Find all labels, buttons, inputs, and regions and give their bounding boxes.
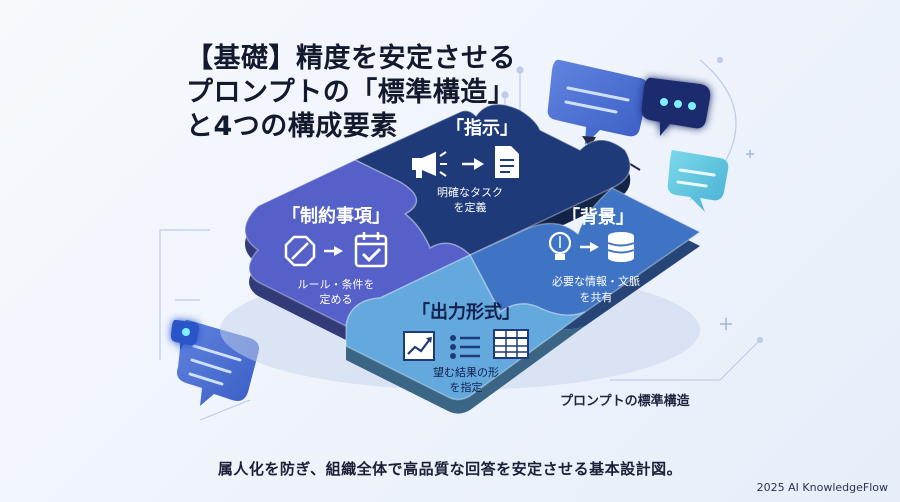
piece-label-instruction: 「指示」 (446, 117, 518, 139)
piece-desc-instruction-1: 明確なタスク (437, 185, 503, 199)
sparkle-plus (720, 150, 754, 330)
title-line-3: と4つの構成要素 (186, 111, 398, 142)
lightbulb-icon (548, 231, 572, 260)
message-bubble-icon (667, 149, 729, 212)
table-icon (493, 329, 529, 359)
piece-desc-constraint-1: ルール・条件を (298, 277, 375, 291)
title-line-1: 【基礎】精度を安定させる (186, 43, 516, 74)
piece-desc-output-1: 望む結果の形 (433, 365, 499, 379)
bullet-list-icon (450, 335, 480, 359)
piece-desc-output-2: を指定 (450, 380, 483, 394)
arrow-right-icon (324, 246, 343, 256)
arrow-right-icon (462, 158, 484, 170)
database-icon (607, 232, 635, 262)
copyright: 2025 AI KnowledgeFlow (756, 481, 888, 494)
piece-desc-instruction-2: を定義 (454, 200, 487, 214)
page-title: 【基礎】精度を安定させる プロンプトの「標準構造」 と4つの構成要素 (186, 42, 516, 144)
title-line-2: プロンプトの「標準構造」 (186, 77, 516, 108)
circuit-lines (159, 56, 764, 421)
tagline: 属人化を防ぎ、組織全体で高品質な回答を安定させる基本設計図。 (217, 460, 683, 478)
piece-desc-constraint-2: 定める (320, 292, 353, 306)
megaphone-icon (412, 151, 447, 178)
piece-label-background: 「背景」 (562, 206, 634, 228)
piece-desc-background-2: を共有 (580, 290, 613, 304)
chat-bubble-icon (547, 59, 649, 145)
calendar-check-icon (354, 232, 388, 268)
arrow-right-icon (580, 242, 599, 252)
line-chart-icon (403, 331, 435, 361)
piece-label-output: 「出力形式」 (412, 301, 520, 323)
glowing-bubble-icon (170, 319, 200, 350)
prohibited-icon (284, 235, 316, 267)
piece-desc-background-1: 必要な情報・文脈 (552, 274, 640, 288)
piece-label-constraint: 「制約事項」 (282, 205, 390, 227)
document-icon (495, 146, 519, 178)
diagram-caption: プロンプトの標準構造 (560, 394, 690, 409)
typing-bubble-icon (641, 77, 711, 136)
